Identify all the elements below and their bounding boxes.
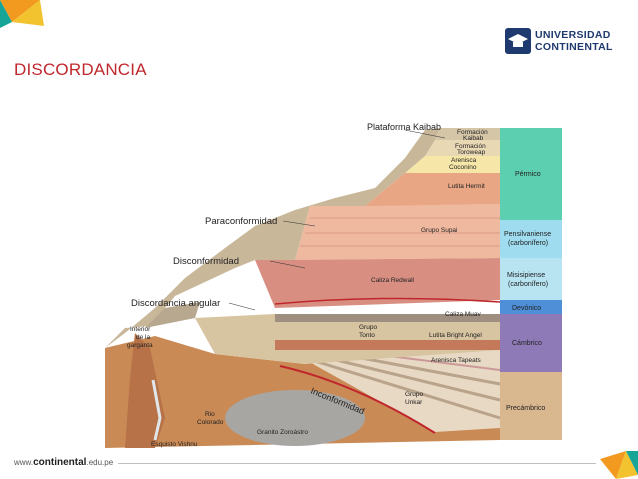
footer-divider [118, 463, 596, 464]
era-cambrico [500, 314, 562, 372]
footer-url-suffix: .edu.pe [86, 458, 114, 467]
inner-gorge [125, 333, 165, 448]
era-devonico [500, 300, 562, 314]
era-label-pensilvaniense-2: (carbonífero) [508, 240, 548, 247]
label-discordancia-angular: Discordancia angular [131, 298, 220, 309]
era-label-misisipiense-2: (carbonífero) [508, 281, 548, 288]
label-disconformidad: Disconformidad [173, 256, 239, 267]
label-arenisca-coconino-2: Coconino [449, 164, 477, 171]
era-permico [500, 128, 562, 220]
era-label-permico: Pérmico [515, 171, 541, 178]
footer-url-brand: continental [33, 457, 87, 468]
formacion-toroweap [425, 140, 500, 156]
bottom-right-corner-decoration [600, 451, 638, 479]
formacion-kaibab [435, 128, 500, 140]
logo-text-line1: UNIVERSIDAD [535, 29, 611, 41]
granite-zoroastro [225, 390, 365, 446]
grupo-tonto [195, 314, 500, 364]
cliff-face [105, 128, 440, 348]
era-label-precambrico: Precámbrico [506, 405, 545, 412]
inconformidad-line [279, 365, 436, 434]
logo-text-line2: CONTINENTAL [535, 41, 613, 53]
label-formacion-toroweap-1: Formación [455, 143, 486, 150]
label-rio-2: Colorado [197, 419, 224, 426]
label-interior-2: de la [136, 334, 150, 341]
label-interior-3: garganta [127, 342, 153, 349]
label-esquisto-vishnu: Esquisto Vishnu [151, 441, 198, 448]
era-precambrico [500, 372, 562, 440]
era-pensilvaniense [500, 220, 562, 258]
label-granito-zoroastro: Granito Zoroástro [257, 429, 308, 436]
label-lutita-hermit: Lutita Hermit [448, 183, 485, 190]
label-grupo-tonto-1: Grupo [359, 324, 377, 331]
geology-discordance-diagram: Plataforma Kaibab Paraconformidad Discon… [105, 122, 562, 448]
top-left-corner-decoration [0, 0, 44, 28]
era-label-cambrico: Cámbrico [512, 340, 542, 347]
label-caliza-muav: Caliza Muav [445, 311, 482, 318]
page-title: DISCORDANCIA [14, 60, 147, 79]
label-formacion-kaibab-2: Kaibab [463, 135, 484, 142]
arenisca-coconino [405, 156, 500, 173]
caliza-redwall [255, 258, 500, 308]
label-plataforma-kaibab: Plataforma Kaibab [367, 122, 441, 132]
footer-url[interactable]: www.continental.edu.pe [14, 457, 113, 468]
label-lutita-bright-angel: Lutita Bright Angel [429, 332, 482, 339]
label-grupo-unkar-1: Grupo [405, 391, 423, 398]
label-arenisca-coconino-1: Arenisca [451, 157, 477, 164]
label-grupo-tonto-2: Tonto [359, 332, 375, 339]
label-arenisca-tapeats: Arenisca Tapeats [431, 357, 481, 364]
label-grupo-supai: Grupo Supai [421, 227, 458, 234]
era-label-devonico: Devónico [512, 305, 541, 312]
label-grupo-unkar-2: Unkar [405, 399, 423, 406]
grupo-supai [295, 204, 500, 260]
label-formacion-kaibab-1: Formación [457, 129, 488, 136]
era-label-misisipiense-1: Misisipiense [507, 272, 545, 279]
label-paraconformidad: Paraconformidad [205, 216, 277, 227]
era-misisipiense [500, 258, 562, 300]
era-label-pensilvaniense-1: Pensilvaniense [504, 231, 551, 238]
label-rio-1: Rio [205, 411, 215, 418]
label-formacion-toroweap-2: Toroweap [457, 149, 486, 156]
footer-url-prefix: www. [14, 458, 34, 467]
label-interior-1: Interior [130, 326, 151, 333]
rio-colorado [151, 379, 162, 441]
lutita-hermit [365, 173, 500, 206]
label-caliza-redwall: Caliza Redwall [371, 277, 415, 284]
graduation-cap-icon [505, 28, 531, 54]
